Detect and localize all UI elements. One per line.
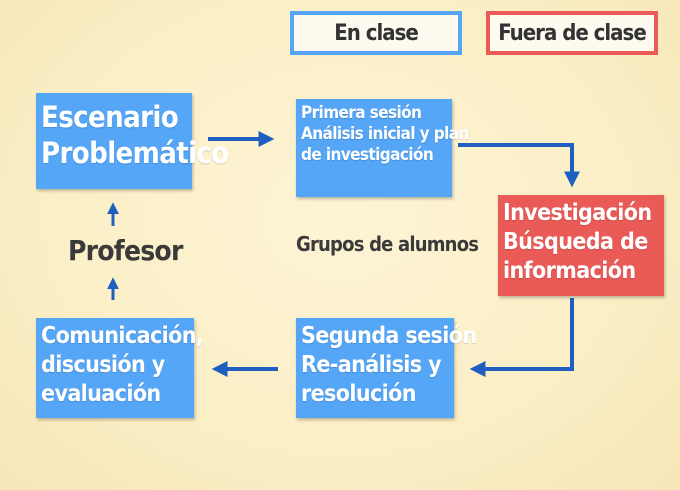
communication-box: Comunicación, discusión y evaluación bbox=[36, 318, 204, 418]
first-session-line-1: Primera sesión bbox=[301, 103, 422, 123]
teacher-label: Profesor bbox=[68, 234, 183, 267]
investigation-box: Investigación Búsqueda de información bbox=[498, 195, 664, 296]
investigation-line-1: Investigación bbox=[503, 200, 652, 226]
communication-line-3: evaluación bbox=[41, 381, 161, 407]
arrow-investigation-to-second-session bbox=[469, 298, 574, 377]
communication-line-1: Comunicación, bbox=[41, 323, 204, 349]
second-session-line-1: Segunda sesión bbox=[301, 323, 477, 349]
second-session-line-2: Re-análisis y bbox=[301, 352, 442, 378]
groups-label: Grupos de alumnos bbox=[296, 232, 479, 256]
legend-in-class-label: En clase bbox=[334, 20, 419, 46]
arrow-first-session-to-investigation bbox=[458, 143, 580, 188]
first-session-line-3: de investigación bbox=[301, 145, 434, 165]
legend-out-class: Fuera de clase bbox=[486, 11, 658, 55]
first-session-line-2: Análisis inicial y plan bbox=[301, 124, 469, 144]
scenario-line-1: Escenario bbox=[41, 100, 179, 134]
second-session-line-3: resolución bbox=[301, 381, 417, 407]
communication-line-2: discusión y bbox=[41, 352, 165, 378]
investigation-line-2: Búsqueda de bbox=[503, 229, 648, 255]
investigation-line-3: información bbox=[503, 258, 636, 284]
second-session-box: Segunda sesión Re-análisis y resolución bbox=[296, 318, 477, 418]
legend-out-class-label: Fuera de clase bbox=[498, 20, 647, 46]
first-session-box: Primera sesión Análisis inicial y plan d… bbox=[296, 99, 469, 197]
legend-in-class: En clase bbox=[290, 11, 462, 55]
